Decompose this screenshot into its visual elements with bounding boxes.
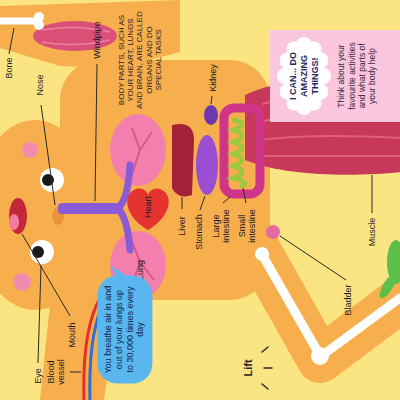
bubble-body [97, 276, 152, 384]
fact-bubble: You breathe air in and out of your lungs… [97, 276, 152, 384]
face [9, 142, 64, 291]
large-intestine-shape [224, 108, 260, 194]
activity-panel: Think about your favourite activities an… [270, 30, 400, 122]
part-label: Kidney [208, 64, 218, 92]
part-label: Large intestine [211, 206, 232, 246]
leader-line [38, 266, 41, 363]
leader-line [70, 372, 81, 373]
pupil [32, 246, 44, 258]
mouth-shape [9, 198, 27, 234]
motion-marks [262, 347, 272, 389]
part-label: Small intestine [237, 206, 258, 246]
skin [0, 0, 270, 400]
knee-joint [311, 347, 329, 365]
kidney-shape [204, 105, 218, 125]
leader-line [9, 28, 14, 54]
upper-lung [110, 114, 166, 186]
leader-line [200, 196, 205, 210]
cloud-body [283, 43, 325, 109]
bone-knob [34, 20, 44, 30]
action-word: Lift [242, 359, 255, 376]
bubble-text: You breathe air in and out of your lungs… [103, 286, 146, 374]
part-label: Nose [35, 74, 45, 95]
info-note: BODY PARTS, SUCH AS YOUR HEART, LUNGS AN… [117, 10, 163, 110]
shin-bone [324, 298, 400, 354]
cheek [22, 142, 38, 158]
part-label: Eye [33, 368, 43, 384]
leader-line [41, 105, 55, 205]
part-label: Bone [4, 57, 14, 78]
leaves [377, 240, 400, 301]
torso [60, 60, 270, 300]
leaf [377, 271, 400, 300]
part-label: Liver [177, 216, 187, 236]
thigh-bone [264, 258, 318, 352]
part-label: Stomach [194, 214, 204, 250]
part-label: Bladder [343, 284, 353, 315]
leader-line [280, 236, 346, 280]
hip-joint [255, 247, 269, 261]
windpipe-tube [58, 203, 120, 214]
leader-line [211, 96, 212, 104]
small-intestine-shape [234, 120, 245, 186]
windpipe-shape [58, 165, 130, 250]
part-label: Muscle [367, 218, 377, 247]
heart-shape [127, 189, 168, 230]
tongue [9, 214, 19, 230]
leader-line [372, 175, 373, 213]
leader-line [182, 197, 183, 209]
part-label: Mouth [67, 322, 77, 347]
part-label: Blood vessel [46, 352, 67, 392]
eye-white [30, 240, 54, 264]
leg-bones [255, 247, 400, 365]
stomach-shape [196, 135, 218, 195]
leg [255, 245, 400, 360]
leader-line [22, 234, 70, 316]
part-label: Heart [143, 196, 153, 218]
cheek [13, 273, 31, 291]
part-label: Windpipe [92, 21, 102, 59]
bladder-shape [266, 225, 280, 239]
cloud-heading: I CAN... DO AMAZING THINGS! [288, 49, 320, 103]
liver-shape [172, 124, 194, 196]
leader-line [95, 64, 97, 201]
panel-text: Think about your favourite activities an… [336, 37, 377, 115]
arm-muscle [33, 21, 117, 51]
arm-bone [0, 18, 36, 25]
leader-line [223, 197, 230, 203]
heading-cloud: I CAN... DO AMAZING THINGS! [277, 37, 331, 115]
leader-line [243, 188, 246, 203]
leader-lines [9, 28, 372, 372]
